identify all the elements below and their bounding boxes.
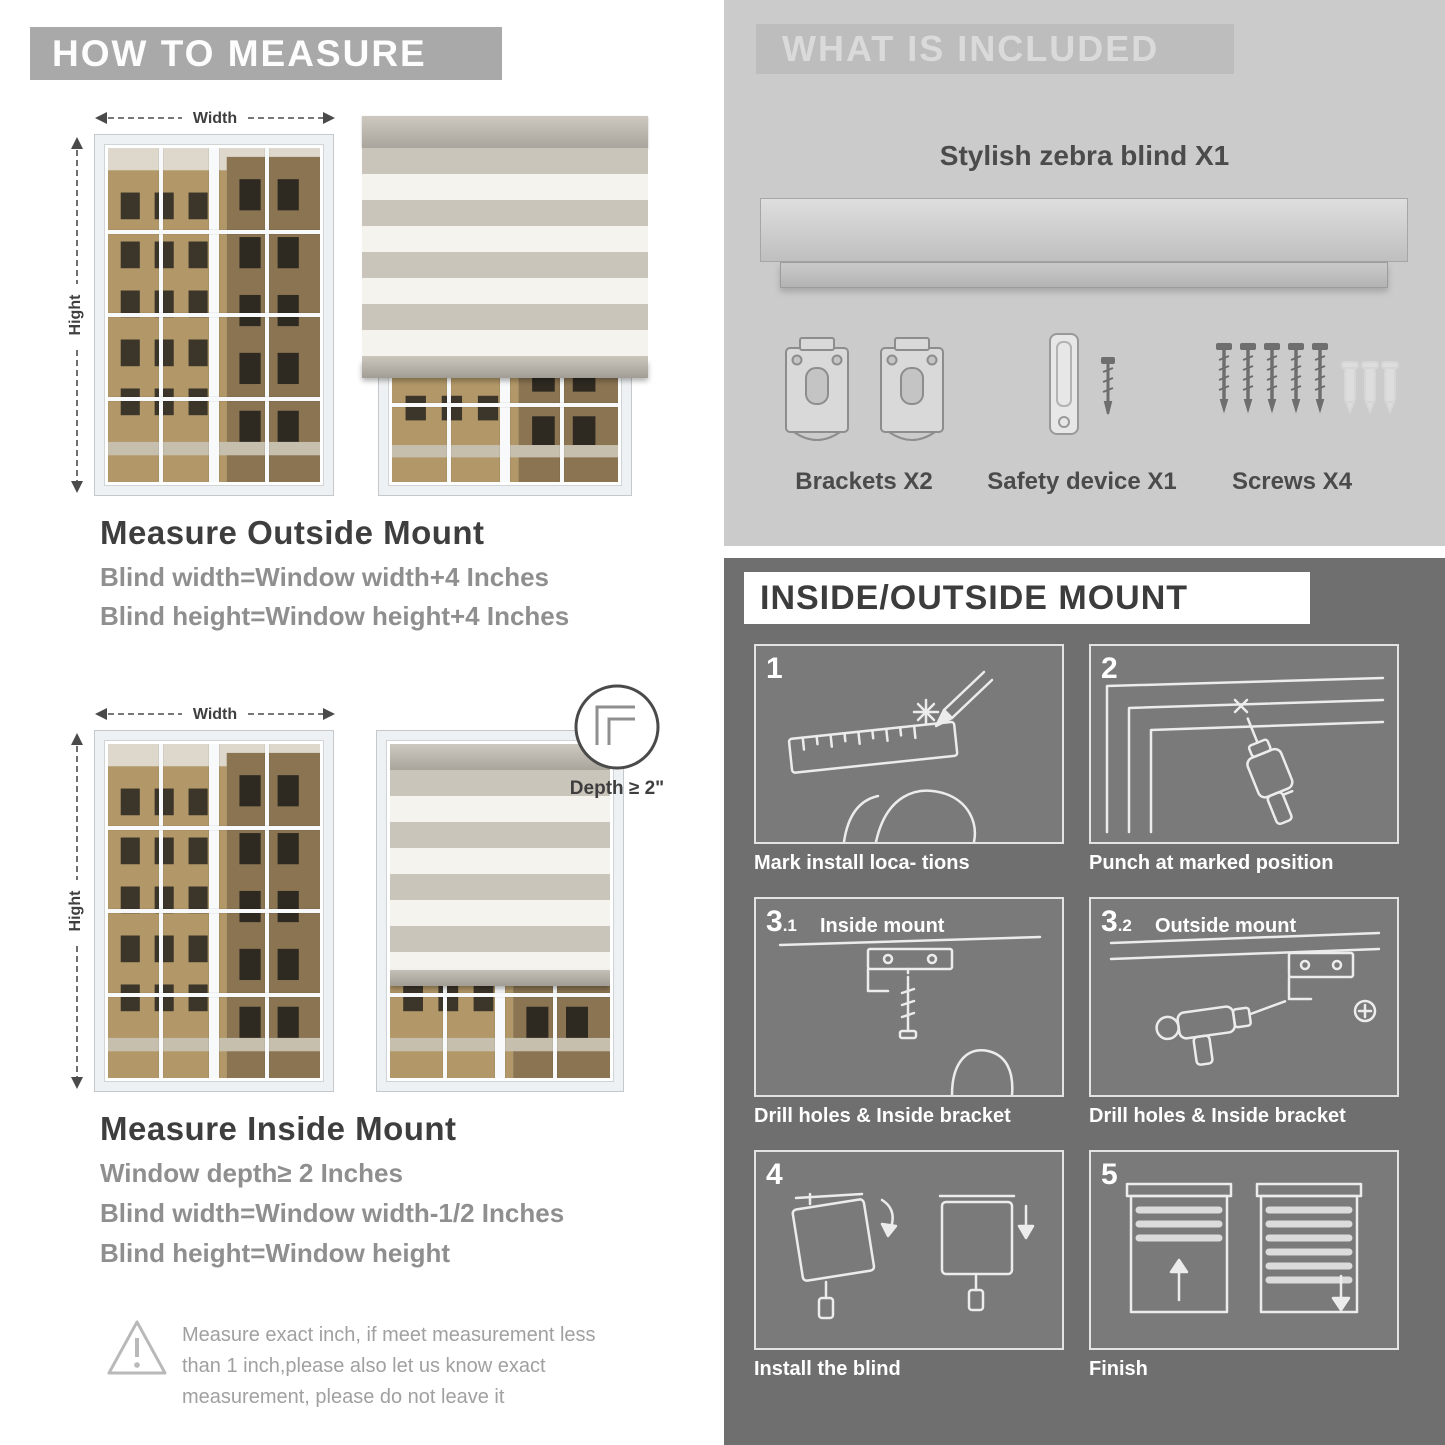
step-3-2: 3.2 Outside mount xyxy=(1089,897,1399,1128)
step-4-number: 4 xyxy=(766,1158,783,1191)
step-5-caption: Finish xyxy=(1089,1358,1148,1380)
inside-depth-formula: Window depth≥ 2 Inches xyxy=(100,1158,403,1188)
mount-banner: INSIDE/OUTSIDE MOUNT xyxy=(744,572,1310,624)
mount-steps-grid: 1 Mark install loca- tions xyxy=(754,644,1399,1381)
step-3-2-caption: Drill holes & Inside bracket xyxy=(1089,1105,1346,1127)
width-arrow-inside: Width xyxy=(95,702,335,724)
step-5: 5 Finish xyxy=(1089,1150,1399,1381)
outside-bracket-icon xyxy=(1109,931,1381,1066)
brackets-label: Brackets X2 xyxy=(795,468,933,495)
step-4: 4 xyxy=(754,1150,1064,1381)
screws-label: Screws X4 xyxy=(1231,468,1353,495)
outside-mount-blind-figure xyxy=(362,116,648,496)
step-5-box: 5 xyxy=(1089,1150,1399,1350)
mark-location-icon xyxy=(787,670,994,842)
safety-device-label: Safety device X1 xyxy=(987,468,1177,495)
warning-triangle-icon xyxy=(107,1320,167,1375)
finish-blinds-icon xyxy=(1125,1182,1363,1314)
window-illustration-inside xyxy=(94,730,334,1092)
what-is-included-title: WHAT IS INCLUDED xyxy=(782,28,1160,69)
step-1: 1 Mark install loca- tions xyxy=(754,644,1064,875)
blind-fabric xyxy=(362,148,648,360)
blind-bottom-rail xyxy=(362,360,648,378)
drill-ceiling-icon xyxy=(1105,676,1385,834)
inside-width-formula: Blind width=Window width-1/2 Inches xyxy=(100,1198,565,1228)
how-to-measure-banner: HOW TO MEASURE xyxy=(30,27,502,80)
window-illustration-outside xyxy=(94,134,334,496)
what-is-included-section: WHAT IS INCLUDED Stylish zebra blind X1 xyxy=(724,0,1445,546)
step-3-1-box: 3.1 Inside mount xyxy=(754,897,1064,1097)
step-1-caption: Mark install loca- tions xyxy=(754,852,970,874)
step-3-2-title: Outside mount xyxy=(1155,915,1297,937)
depth-callout: Depth ≥ 2" xyxy=(567,683,667,800)
step-2: 2 Punch xyxy=(1089,644,1399,875)
step-3-1-caption: Drill holes & Inside bracket xyxy=(754,1105,1011,1127)
screws-icon xyxy=(1216,343,1399,415)
inside-height-formula: Blind height=Window height xyxy=(100,1238,450,1268)
height-arrow-outside: Hight xyxy=(66,137,88,493)
zebra-blind-outside xyxy=(362,116,648,378)
outside-mount-heading: Measure Outside Mount xyxy=(100,514,485,551)
measure-note: Measure exact inch, if meet measurement … xyxy=(182,1324,596,1408)
outside-height-formula: Blind height=Window height+4 Inches xyxy=(100,601,570,631)
window-glass xyxy=(104,740,324,1082)
outside-width-formula: Blind width=Window width+4 Inches xyxy=(100,562,549,592)
step-2-caption: Punch at marked position xyxy=(1089,852,1334,874)
brackets-icon xyxy=(785,337,944,441)
height-label: Hight xyxy=(67,890,84,932)
inside-mount-heading: Measure Inside Mount xyxy=(100,1110,457,1147)
blind-cassette xyxy=(362,116,648,148)
mount-banner-title: INSIDE/OUTSIDE MOUNT xyxy=(760,579,1189,617)
install-blind-icon xyxy=(791,1192,1035,1320)
inside-mount-blind-figure: Depth ≥ 2" xyxy=(376,684,664,1092)
blind-cassette xyxy=(390,744,610,770)
blind-headrail-valance xyxy=(780,262,1388,288)
height-arrow-inside: Hight xyxy=(66,733,88,1089)
step-4-caption: Install the blind xyxy=(754,1358,901,1380)
step-3-1-title: Inside mount xyxy=(820,915,945,937)
step-1-box: 1 xyxy=(754,644,1064,844)
safety-device-icon xyxy=(1049,333,1115,435)
depth-label: Depth ≥ 2" xyxy=(569,778,665,799)
step-3-1: 3.1 Inside mount Drill holes & In xyxy=(754,897,1064,1128)
blind-fabric xyxy=(390,770,610,970)
depth-zoom-icon xyxy=(574,684,660,770)
mount-steps-section: INSIDE/OUTSIDE MOUNT 1 xyxy=(724,558,1445,1445)
step-3-2-box: 3.2 Outside mount xyxy=(1089,897,1399,1097)
height-label: Hight xyxy=(67,294,84,336)
blind-bottom-rail xyxy=(390,970,610,986)
step-2-box: 2 xyxy=(1089,644,1399,844)
window-glass xyxy=(104,144,324,486)
step-2-number: 2 xyxy=(1101,652,1118,685)
width-label: Width xyxy=(193,706,237,723)
step-5-number: 5 xyxy=(1101,1158,1118,1191)
step-3-2-number: 3.2 xyxy=(1101,905,1132,938)
zebra-blind-inside xyxy=(390,744,610,986)
step-3-1-number: 3.1 xyxy=(766,905,797,938)
step-4-box: 4 xyxy=(754,1150,1064,1350)
blind-headrail-illustration xyxy=(760,198,1408,262)
step-1-number: 1 xyxy=(766,652,783,685)
how-to-measure-title: HOW TO MEASURE xyxy=(52,33,427,74)
width-arrow-outside: Width xyxy=(95,106,335,128)
what-is-included-banner: WHAT IS INCLUDED xyxy=(756,24,1234,74)
window-glass xyxy=(386,740,614,1082)
zebra-blind-label: Stylish zebra blind X1 xyxy=(939,140,1230,171)
width-label: Width xyxy=(193,110,237,127)
inside-bracket-icon xyxy=(778,935,1042,1095)
